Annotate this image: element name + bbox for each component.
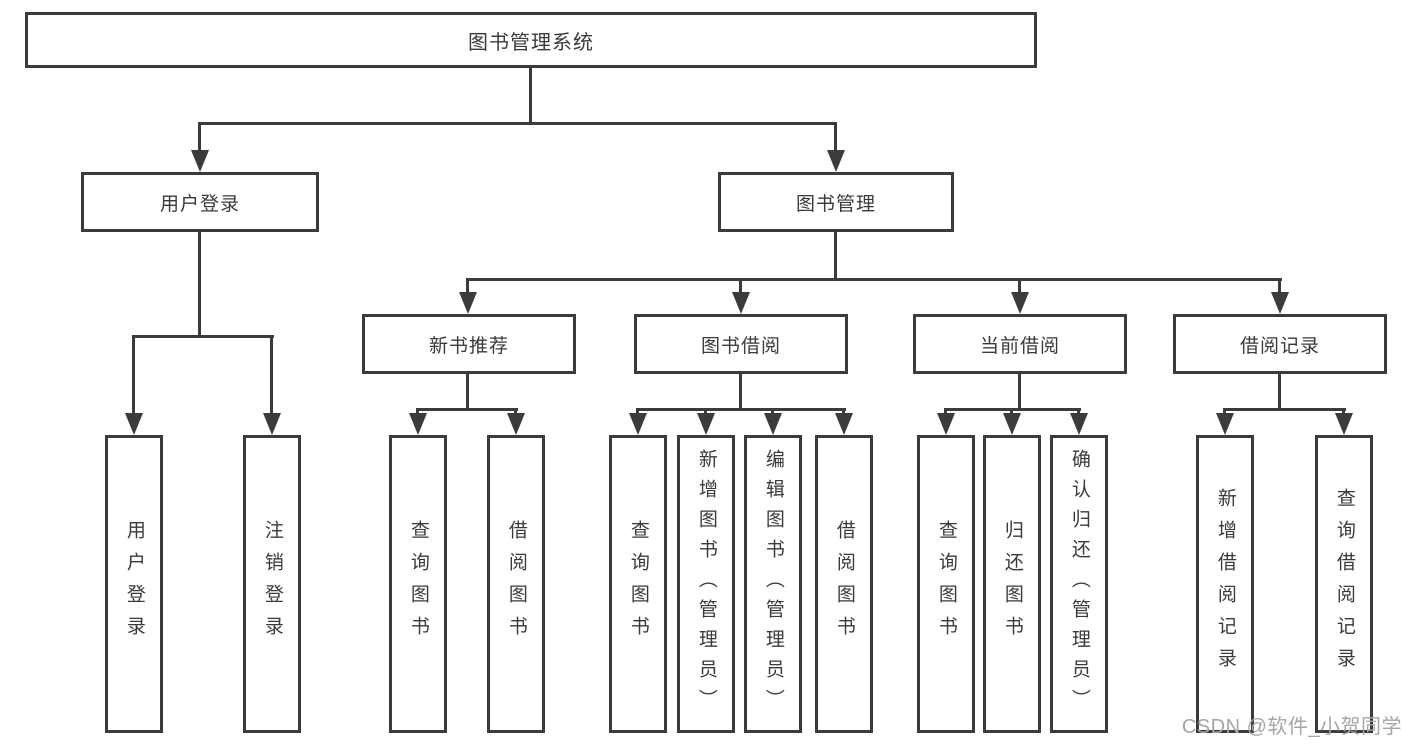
node-label: 注销登录 <box>261 520 283 648</box>
arrow-down-icon <box>1335 413 1353 435</box>
connector-user-login-drop-1 <box>132 335 135 413</box>
node-label: 新增借阅记录 <box>1214 488 1236 680</box>
node-label: 用户登录 <box>123 520 145 648</box>
connector-root-drop-left <box>198 122 201 150</box>
connector-book-mgmt-drop-4 <box>1278 278 1281 292</box>
node-borrow-edit-book-admin: 编辑图书（管理员） <box>744 435 802 733</box>
arrow-down-icon <box>1011 292 1029 314</box>
arrow-down-icon <box>1003 413 1021 435</box>
node-borrow-query-book: 查询图书 <box>609 435 667 733</box>
node-records-query-record: 查询借阅记录 <box>1315 435 1373 733</box>
connector-records-drop-1 <box>1223 408 1226 413</box>
connector-records-drop-2 <box>1342 408 1345 413</box>
node-label: 借阅记录 <box>1239 335 1320 357</box>
connector-root-drop-right <box>834 122 837 150</box>
connector-root-stem <box>529 68 532 122</box>
node-borrow-add-book-admin: 新增图书（管理员） <box>677 435 735 733</box>
connector-recommend-stem <box>466 374 469 408</box>
arrow-down-icon <box>263 413 281 435</box>
arrow-down-icon <box>827 150 845 172</box>
arrow-down-icon <box>835 413 853 435</box>
node-records-add-record: 新增借阅记录 <box>1196 435 1254 733</box>
arrow-down-icon <box>409 413 427 435</box>
node-label: 新增图书（管理员） <box>695 449 717 719</box>
arrow-down-icon <box>1070 413 1088 435</box>
node-label: 归还图书 <box>1001 520 1023 648</box>
connector-borrow-drop-1 <box>636 408 639 413</box>
node-current-borrow: 当前借阅 <box>913 314 1127 374</box>
node-book-borrow: 图书借阅 <box>634 314 848 374</box>
node-label: 图书借阅 <box>700 335 781 357</box>
arrow-down-icon <box>697 413 715 435</box>
node-label: 借阅图书 <box>833 520 855 648</box>
node-label: 图书管理系统 <box>468 31 594 54</box>
node-label: 查询借阅记录 <box>1333 488 1355 680</box>
arrow-down-icon <box>764 413 782 435</box>
connector-book-mgmt-drop-1 <box>466 278 469 292</box>
connector-user-login-hline <box>132 335 274 338</box>
connector-book-mgmt-drop-2 <box>739 278 742 292</box>
node-label: 查询图书 <box>627 520 649 648</box>
connector-current-stem <box>1018 374 1021 408</box>
connector-book-mgmt-stem <box>834 232 837 278</box>
node-borrow-records: 借阅记录 <box>1173 314 1387 374</box>
connector-borrow-drop-4 <box>842 408 845 413</box>
connector-user-login-drop-2 <box>270 335 273 413</box>
arrow-down-icon <box>125 413 143 435</box>
node-current-query-book: 查询图书 <box>917 435 975 733</box>
node-label: 当前借阅 <box>979 335 1060 357</box>
arrow-down-icon <box>191 150 209 172</box>
node-new-book-recommend: 新书推荐 <box>362 314 576 374</box>
node-label: 查询图书 <box>407 520 429 648</box>
connector-records-stem <box>1278 374 1281 408</box>
node-label: 用户登录 <box>159 193 240 215</box>
node-user-login-leaf: 用户登录 <box>105 435 163 733</box>
node-label: 借阅图书 <box>505 520 527 648</box>
node-user-login: 用户登录 <box>81 172 319 232</box>
connector-book-mgmt-drop-3 <box>1018 278 1021 292</box>
arrow-down-icon <box>629 413 647 435</box>
connector-current-drop-3 <box>1077 408 1080 413</box>
connector-recommend-hline <box>416 408 518 411</box>
node-borrow-borrow-book: 借阅图书 <box>815 435 873 733</box>
connector-borrow-drop-2 <box>704 408 707 413</box>
arrow-down-icon <box>507 413 525 435</box>
arrow-down-icon <box>1216 413 1234 435</box>
arrow-down-icon <box>937 413 955 435</box>
arrow-down-icon <box>1271 292 1289 314</box>
connector-user-login-stem <box>198 232 201 335</box>
node-label: 图书管理 <box>795 193 876 215</box>
connector-current-drop-1 <box>944 408 947 413</box>
node-library-management-system: 图书管理系统 <box>25 12 1037 68</box>
node-label: 查询图书 <box>935 520 957 648</box>
connector-recommend-drop-1 <box>416 408 419 413</box>
connector-borrow-stem <box>739 374 742 408</box>
arrow-down-icon <box>459 292 477 314</box>
csdn-watermark: CSDN @软件_小贺同学 <box>1181 716 1402 738</box>
node-recommend-query-book: 查询图书 <box>389 435 447 733</box>
connector-borrow-hline <box>636 408 846 411</box>
node-label: 新书推荐 <box>428 335 509 357</box>
node-recommend-borrow-book: 借阅图书 <box>487 435 545 733</box>
connector-root-hline <box>198 122 837 125</box>
arrow-down-icon <box>732 292 750 314</box>
node-book-management: 图书管理 <box>718 172 954 232</box>
connector-borrow-drop-3 <box>771 408 774 413</box>
node-label: 确认归还（管理员） <box>1068 449 1090 719</box>
connector-book-mgmt-hline <box>466 278 1282 281</box>
node-label: 编辑图书（管理员） <box>762 449 784 719</box>
node-logout: 注销登录 <box>243 435 301 733</box>
node-current-return-book: 归还图书 <box>983 435 1041 733</box>
connector-records-hline <box>1223 408 1346 411</box>
node-current-confirm-return-admin: 确认归还（管理员） <box>1050 435 1108 733</box>
connector-current-drop-2 <box>1010 408 1013 413</box>
connector-recommend-drop-2 <box>514 408 517 413</box>
